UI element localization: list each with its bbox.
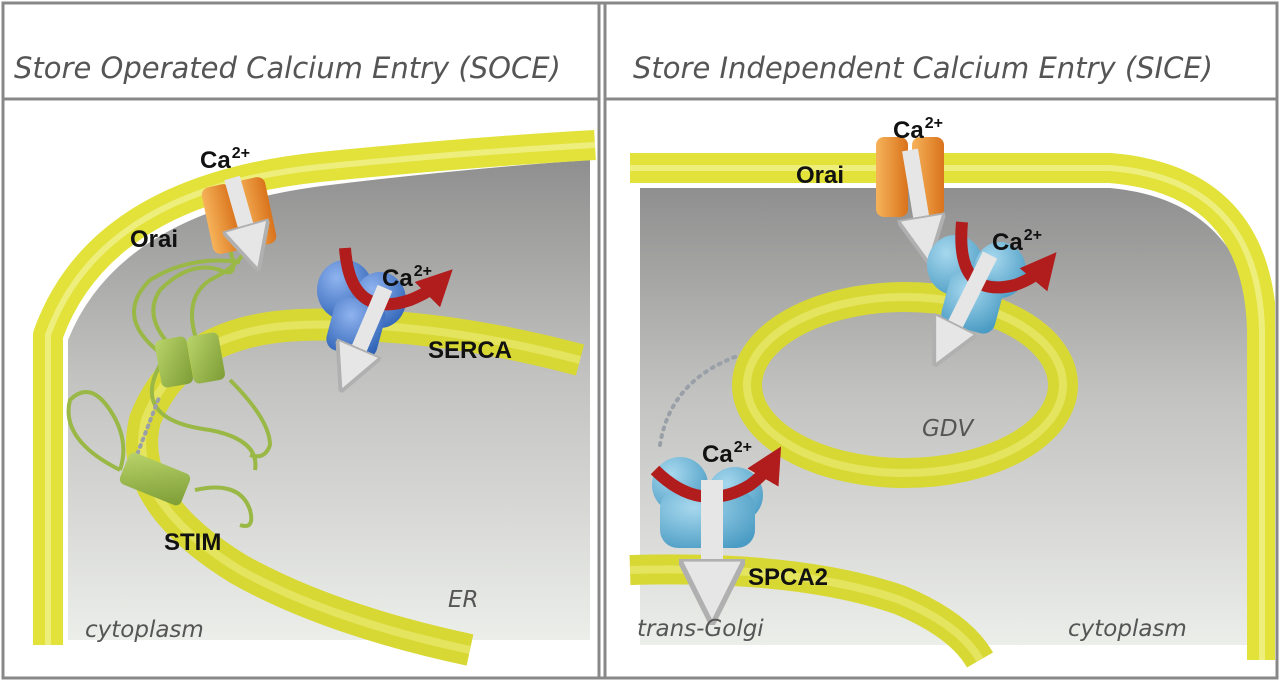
soce-panel: Ca2+ Orai Ca2+ SERCA STIM ER cytoplasm xyxy=(33,130,596,666)
stim-label: STIM xyxy=(164,529,221,556)
sice-cytoplasm-label: cytoplasm xyxy=(1068,616,1187,642)
soce-cytoplasm-label: cytoplasm xyxy=(85,617,204,643)
gdv-ion-label: Ca2+ xyxy=(992,227,1042,256)
calcium-flow-arrow-icon xyxy=(232,175,252,248)
spca2-label: SPCA2 xyxy=(748,564,828,591)
serca-label: SERCA xyxy=(428,337,512,364)
soce-panel-title: Store Operated Calcium Entry (SOCE) xyxy=(14,51,561,85)
sice-orai-label: Orai xyxy=(796,162,844,189)
gdv-label: GDV xyxy=(922,416,976,442)
serca-flow-arrow xyxy=(350,284,393,370)
soce-orai-ion-label: Ca2+ xyxy=(200,145,250,174)
sice-panel-title: Store Independent Calcium Entry (SICE) xyxy=(633,51,1213,85)
orai-label: Orai xyxy=(130,226,178,253)
er-label: ER xyxy=(448,587,479,613)
serca-red-arrow xyxy=(339,247,453,311)
spca2-red-arrow xyxy=(650,446,782,503)
stim-dimer-upper xyxy=(155,332,225,388)
sice-calcium-flow-arrow-icon xyxy=(910,148,925,240)
spca2-ion-label: Ca2+ xyxy=(702,439,752,468)
sice-panel: Ca2+ Orai Ca2+ GDV Ca2+ SPCA2 trans-Golg… xyxy=(629,115,1275,668)
serca-ion-label: Ca2+ xyxy=(382,263,432,292)
sice-orai-ion-label: Ca2+ xyxy=(893,115,943,144)
stim-domain-lower xyxy=(119,452,191,506)
gdv-red-arrow xyxy=(955,221,1057,294)
trans-golgi-label: trans-Golgi xyxy=(637,616,764,642)
sice-cell-interior xyxy=(640,188,1258,645)
gdv-flow-arrow xyxy=(945,251,998,345)
